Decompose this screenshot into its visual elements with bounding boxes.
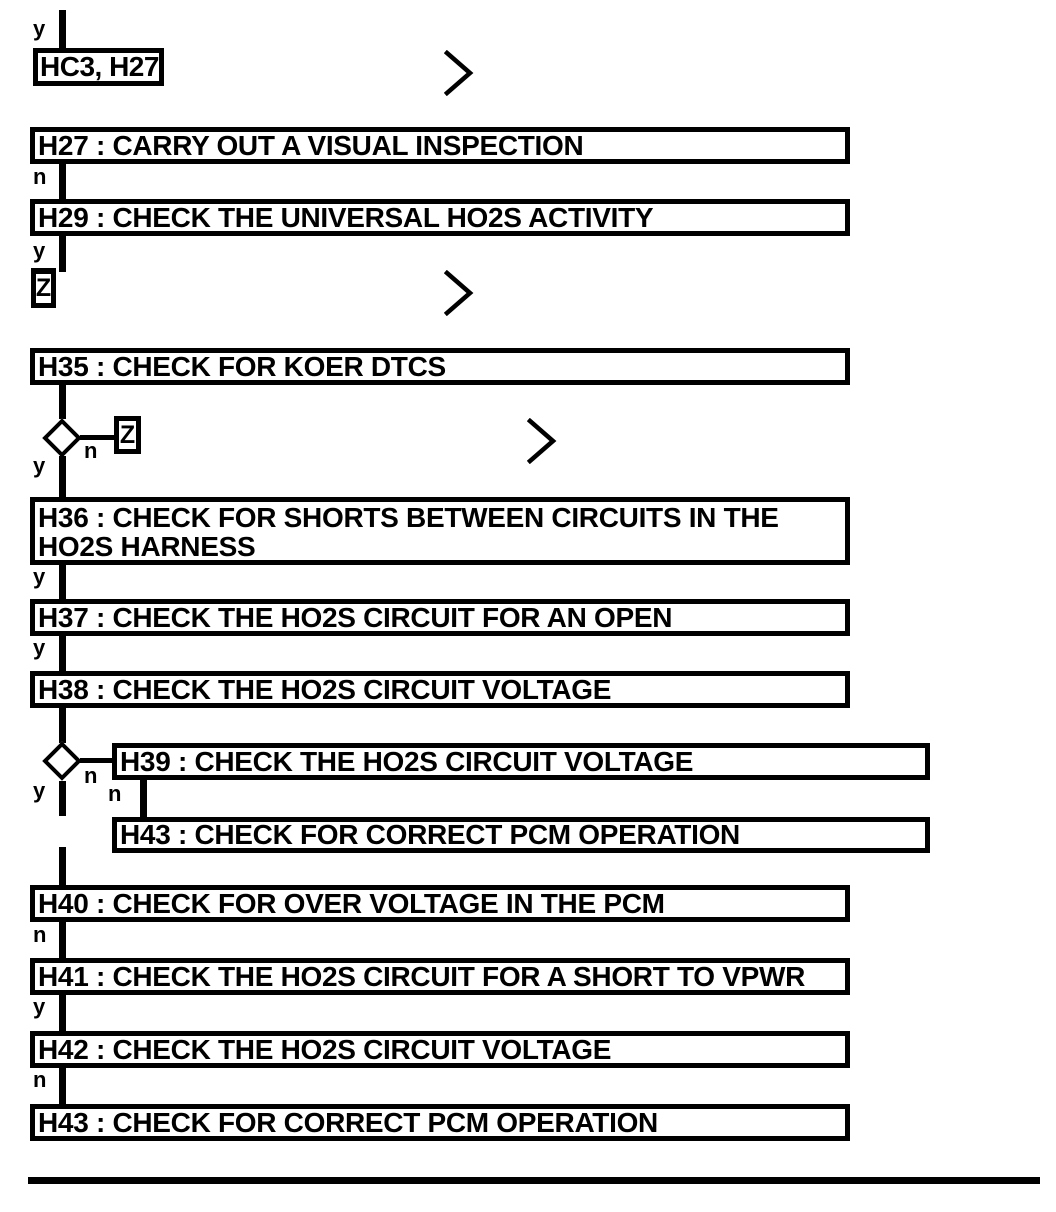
goto-z-ref-1: Z — [31, 268, 56, 308]
branch-line — [80, 758, 114, 763]
connector-line — [59, 565, 66, 599]
connector-line — [59, 922, 66, 958]
connector-line — [59, 236, 66, 272]
step-box-h29: H29 : CHECK THE UNIVERSAL HO2S ACTIVITY — [30, 199, 850, 236]
step-box-h39: H39 : CHECK THE HO2S CIRCUIT VOLTAGE — [112, 743, 930, 780]
step-label: H37 : CHECK THE HO2S CIRCUIT FOR AN OPEN — [38, 601, 673, 633]
connector-line — [59, 781, 66, 816]
connector-line — [59, 456, 66, 499]
branch-label-yes: y — [33, 994, 46, 1019]
step-label: H36 : CHECK FOR SHORTS BETWEEN CIRCUITS … — [38, 502, 779, 562]
connector-line — [59, 708, 66, 743]
step-label: H35 : CHECK FOR KOER DTCS — [38, 350, 446, 382]
connector-line — [59, 385, 66, 419]
goto-z-label: Z — [119, 420, 136, 449]
branch-label-yes: y — [33, 778, 46, 803]
branch-label-yes: y — [33, 16, 46, 41]
step-box-h36: H36 : CHECK FOR SHORTS BETWEEN CIRCUITS … — [30, 497, 850, 565]
branch-label-no: n — [108, 781, 122, 806]
step-label: H42 : CHECK THE HO2S CIRCUIT VOLTAGE — [38, 1033, 612, 1065]
step-label: H43 : CHECK FOR CORRECT PCM OPERATION — [38, 1106, 658, 1138]
step-box-h40: H40 : CHECK FOR OVER VOLTAGE IN THE PCM — [30, 885, 850, 922]
step-box-h43-final: H43 : CHECK FOR CORRECT PCM OPERATION — [30, 1104, 850, 1141]
step-box-h27: H27 : CARRY OUT A VISUAL INSPECTION — [30, 127, 850, 164]
branch-label-no: n — [33, 1067, 47, 1092]
step-label: H38 : CHECK THE HO2S CIRCUIT VOLTAGE — [38, 673, 612, 705]
connector-line — [59, 847, 66, 886]
step-label: H40 : CHECK FOR OVER VOLTAGE IN THE PCM — [38, 887, 665, 919]
step-box-h37: H37 : CHECK THE HO2S CIRCUIT FOR AN OPEN — [30, 599, 850, 636]
step-label: H41 : CHECK THE HO2S CIRCUIT FOR A SHORT… — [38, 960, 806, 992]
branch-label-yes: y — [33, 453, 46, 478]
step-box-h35: H35 : CHECK FOR KOER DTCS — [30, 348, 850, 385]
connector-line — [59, 995, 66, 1031]
step-box-h38: H38 : CHECK THE HO2S CIRCUIT VOLTAGE — [30, 671, 850, 708]
branch-label-yes: y — [33, 564, 46, 589]
entry-ref-label: HC3, H27 — [40, 51, 159, 82]
step-label: H27 : CARRY OUT A VISUAL INSPECTION — [38, 129, 584, 161]
step-label: H39 : CHECK THE HO2S CIRCUIT VOLTAGE — [120, 745, 694, 777]
branch-line — [80, 435, 116, 440]
continuation-arrow-icon — [527, 418, 557, 464]
branch-label-yes: y — [33, 635, 46, 660]
branch-label-no: n — [84, 438, 98, 463]
step-box-h43-upper: H43 : CHECK FOR CORRECT PCM OPERATION — [112, 817, 930, 853]
continuation-arrow-icon — [444, 270, 474, 316]
connector-line — [59, 636, 66, 671]
decision-diamond — [42, 741, 82, 781]
connector-line — [59, 10, 66, 50]
branch-label-no: n — [33, 922, 47, 947]
branch-line — [140, 779, 147, 818]
branch-label-no: n — [33, 164, 47, 189]
step-box-h41: H41 : CHECK THE HO2S CIRCUIT FOR A SHORT… — [30, 958, 850, 995]
branch-label-yes: y — [33, 238, 46, 263]
goto-z-label: Z — [35, 273, 52, 302]
entry-ref-box: HC3, H27 — [33, 48, 164, 86]
decision-diamond — [42, 418, 82, 458]
step-box-h42: H42 : CHECK THE HO2S CIRCUIT VOLTAGE — [30, 1031, 850, 1068]
connector-line — [59, 163, 66, 199]
step-label: H29 : CHECK THE UNIVERSAL HO2S ACTIVITY — [38, 201, 654, 233]
continuation-arrow-icon — [444, 50, 474, 96]
step-label: H43 : CHECK FOR CORRECT PCM OPERATION — [120, 819, 740, 850]
bottom-rule — [28, 1177, 1040, 1184]
branch-label-no: n — [84, 763, 98, 788]
goto-z-ref-2: Z — [114, 416, 141, 454]
connector-line — [59, 1068, 66, 1104]
